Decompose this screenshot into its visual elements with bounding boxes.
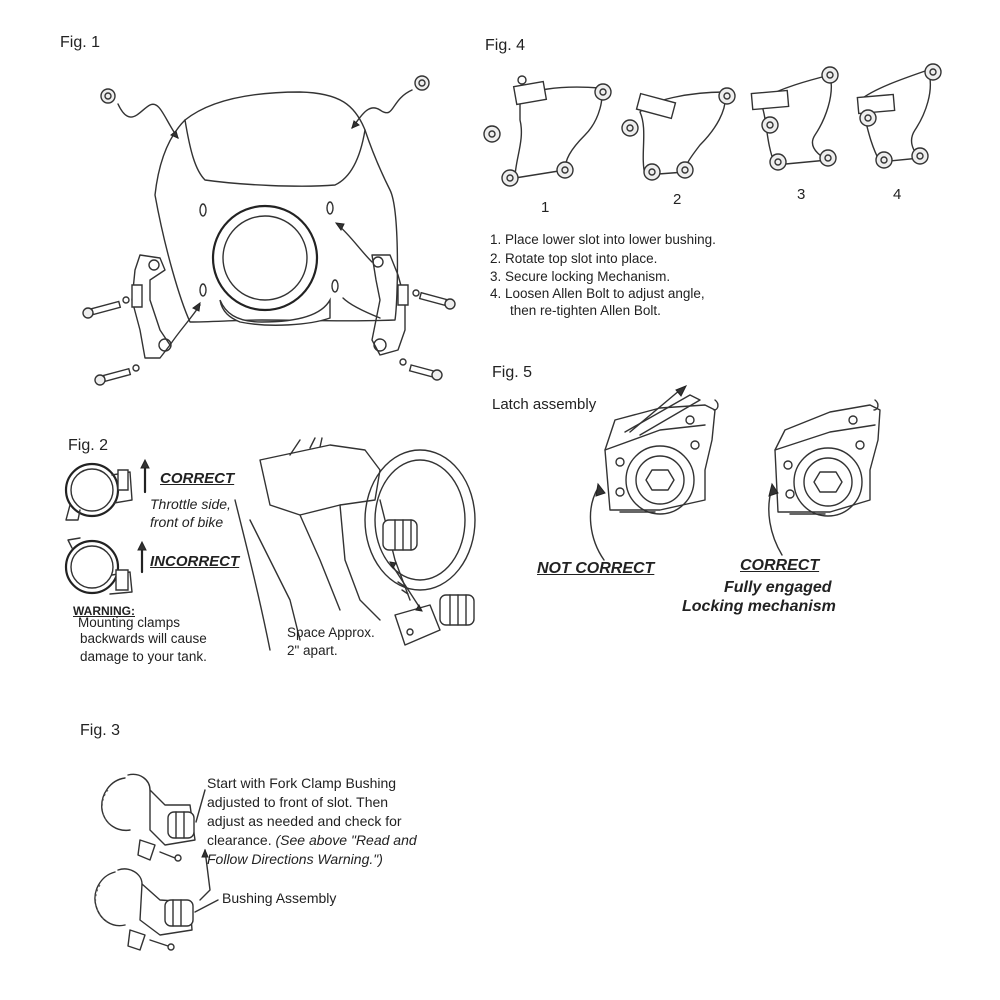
space-line1: Space Approx.: [287, 625, 375, 640]
fully-engaged-label: Fully engaged: [724, 579, 832, 596]
fig3-line5: Follow Directions Warning."): [207, 851, 383, 867]
latch-correct: [769, 400, 880, 555]
fig5-correct-label: CORRECT: [740, 557, 820, 574]
bracket-step-3: [751, 67, 838, 170]
bolt-icon: [420, 293, 455, 309]
nut-icon: [415, 76, 429, 90]
correct-label: CORRECT: [160, 470, 235, 487]
correct-desc-line2: front of bike: [150, 514, 224, 530]
fig2-title: Fig. 2: [68, 437, 109, 454]
step-number-4: 4: [893, 186, 902, 203]
not-correct-label: NOT CORRECT: [537, 560, 655, 577]
arrow-up-icon: [141, 460, 149, 468]
latch-assembly-label: Latch assembly: [492, 396, 597, 413]
fig3-line3: adjust as needed and check for: [207, 813, 402, 829]
bracket-step-1: [484, 76, 611, 186]
step-number-1: 1: [541, 199, 550, 216]
space-line2: 2" apart.: [287, 643, 338, 658]
fig4-step4-cont: then re-tighten Allen Bolt.: [510, 303, 661, 318]
fig3-title: Fig. 3: [80, 722, 121, 739]
fig3-line2: adjusted to front of slot. Then: [207, 794, 389, 810]
fig5-title: Fig. 5: [492, 364, 533, 381]
fig3-line1: Start with Fork Clamp Bushing: [207, 775, 397, 791]
bushing-icon: [383, 520, 417, 550]
fig1-title: Fig. 1: [60, 34, 101, 51]
bushing-assembly-label: Bushing Assembly: [222, 890, 337, 906]
fig3-line4: clearance. (See above "Read and: [207, 832, 417, 848]
bolt-icon: [83, 301, 120, 318]
fig4-step2: 2. Rotate top slot into place.: [490, 251, 658, 266]
fig4-step1: 1. Place lower slot into lower bushing.: [490, 232, 716, 247]
correct-desc-line1: Throttle side,: [150, 496, 231, 512]
nut-icon: [101, 89, 115, 103]
warning-line1: Mounting clamps: [78, 615, 181, 630]
warning-line2: backwards will cause: [80, 631, 207, 646]
locking-mechanism-label: Locking mechanism: [682, 598, 836, 615]
step-number-2: 2: [673, 191, 682, 208]
fig4-step3: 3. Secure locking Mechanism.: [490, 269, 671, 284]
bolt-icon: [410, 365, 442, 380]
bracket-step-4: [857, 64, 941, 168]
latch-not-correct: [590, 386, 718, 560]
arrow-up-icon: [138, 542, 146, 550]
bolt-icon: [95, 369, 130, 385]
bushing-icon: [168, 812, 194, 838]
bushing-icon: [440, 595, 474, 625]
bushing-icon: [165, 900, 193, 926]
warning-label: WARNING:: [73, 604, 135, 618]
step-number-3: 3: [797, 186, 806, 203]
bracket-step-2: [622, 88, 735, 180]
warning-line3: damage to your tank.: [80, 649, 207, 664]
fig4-title: Fig. 4: [485, 37, 526, 54]
fig4-step4: 4. Loosen Allen Bolt to adjust angle,: [490, 286, 705, 301]
incorrect-label: INCORRECT: [150, 553, 240, 570]
